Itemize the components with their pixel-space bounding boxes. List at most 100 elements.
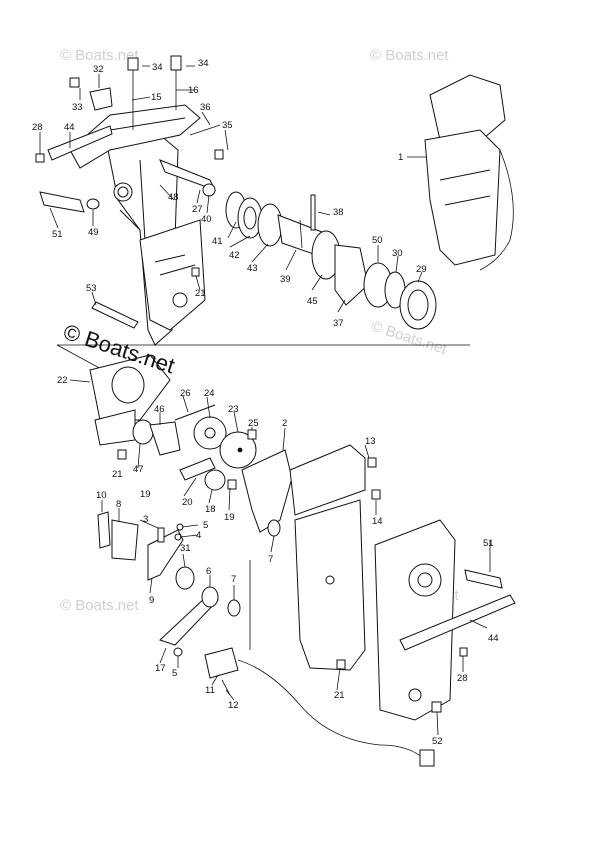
callout-51-low: 51	[483, 538, 494, 549]
screw-21-low	[336, 659, 346, 670]
screw-21-mid	[117, 449, 127, 460]
callout-52: 52	[432, 736, 443, 747]
callout-13: 13	[365, 436, 376, 447]
callout-45: 45	[307, 296, 318, 307]
callout-43: 43	[247, 263, 258, 274]
callout-32: 32	[93, 64, 104, 75]
top-plate-edge	[109, 117, 186, 131]
callout-20: 20	[182, 497, 193, 508]
callout-17: 17	[155, 663, 166, 674]
callout-2: 2	[282, 418, 287, 429]
nut-52	[431, 701, 442, 713]
callout-14: 14	[372, 516, 383, 527]
part-35	[214, 149, 224, 160]
callout-36: 36	[200, 102, 211, 113]
side-plate-assembly	[289, 444, 381, 671]
connector	[419, 749, 435, 767]
callout-27: 27	[192, 204, 203, 215]
callout-9: 9	[149, 595, 154, 606]
link-20	[179, 457, 216, 481]
screw-13	[367, 457, 377, 468]
gear-39-tooth	[299, 219, 303, 249]
lower-housing	[374, 519, 456, 721]
watermark-faint-2: © Boats.net	[370, 47, 449, 64]
callout-21-top: 21	[195, 288, 206, 299]
callout-49: 49	[88, 227, 99, 238]
lever-46	[149, 421, 181, 456]
nut-5-low	[173, 647, 183, 657]
screw-12	[221, 679, 231, 696]
remote-control-box	[424, 74, 514, 271]
plate-10	[97, 511, 111, 549]
bolt-16-head	[170, 55, 182, 71]
callout-28-low: 28	[457, 673, 468, 684]
clip-32	[89, 87, 113, 111]
callout-5-low: 5	[172, 668, 177, 679]
bolt-53	[91, 301, 139, 329]
pin-36	[189, 124, 221, 136]
callout-21-low: 21	[334, 690, 345, 701]
callout-31: 31	[180, 543, 191, 554]
watermark-faint-1: © Boats.net	[60, 47, 139, 64]
lower-right-body	[374, 519, 516, 721]
control-cable	[479, 149, 514, 271]
control-body-ridges	[439, 169, 491, 206]
screw-28-top	[35, 153, 45, 163]
callout-48: 48	[168, 192, 179, 203]
callout-8: 8	[116, 499, 121, 510]
screw-33	[69, 77, 80, 88]
screw-21-top	[191, 267, 200, 277]
callout-38: 38	[333, 207, 344, 218]
lower-gear-hub	[417, 572, 433, 588]
callout-23: 23	[228, 404, 239, 415]
plate-hole	[172, 292, 188, 308]
callout-44-top: 44	[64, 122, 75, 133]
bushing-29	[399, 280, 437, 330]
collar-43	[257, 203, 283, 247]
leader-lines	[39, 65, 491, 736]
callout-28-top: 28	[32, 122, 43, 133]
callout-16: 16	[188, 85, 199, 96]
callout-labels: 1 2 3 4 5 5 6 7 7 8 9 10 11 12 13 14 15 …	[32, 58, 499, 747]
screw-14	[371, 489, 381, 500]
callout-25: 25	[248, 418, 259, 429]
callout-leaders	[39, 65, 491, 736]
cover-top	[289, 444, 366, 516]
housing-22-bore	[111, 366, 145, 404]
shaft-stack	[225, 191, 437, 330]
bracket-44-low	[399, 594, 516, 651]
callout-35: 35	[222, 120, 233, 131]
washer-7-upper	[267, 519, 281, 537]
cam-24-hub	[204, 427, 216, 439]
callout-11: 11	[205, 685, 215, 696]
bushing-48	[113, 182, 133, 202]
bracket-44-top	[47, 125, 113, 161]
cam-37	[334, 244, 369, 306]
clip-8	[111, 519, 139, 561]
pad-51-low	[464, 569, 503, 589]
pad-51-top	[39, 191, 85, 213]
wire-harness	[237, 659, 426, 761]
side-plate	[294, 499, 366, 671]
plate-ribs	[154, 254, 196, 276]
pin-3	[157, 527, 165, 543]
screw-28-low	[459, 647, 468, 657]
callout-4: 4	[196, 530, 201, 541]
side-plate-hole	[325, 575, 335, 585]
callout-50: 50	[372, 235, 383, 246]
spring-42-inner	[243, 206, 257, 230]
bushing-31	[175, 566, 195, 590]
callout-3: 3	[143, 514, 148, 525]
callout-22: 22	[57, 375, 68, 386]
middle-assembly	[89, 354, 293, 537]
callout-21-mid: 21	[112, 469, 123, 480]
callout-34-right: 34	[198, 58, 209, 69]
body-hole	[408, 688, 422, 702]
callout-15: 15	[151, 92, 162, 103]
callout-12: 12	[228, 700, 239, 711]
watermark-faint-4: © Boats.net	[60, 597, 139, 614]
bushing-48-inner	[117, 186, 129, 198]
callout-40: 40	[201, 214, 212, 225]
collar-6	[201, 586, 219, 608]
plate-23-hole	[237, 447, 243, 453]
